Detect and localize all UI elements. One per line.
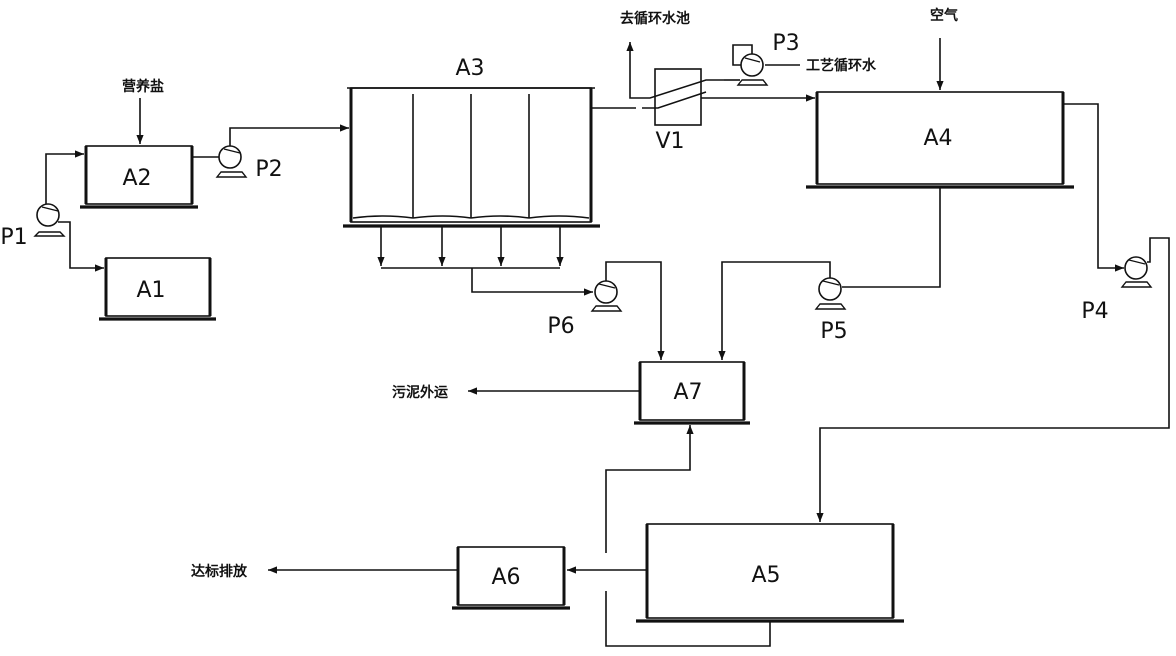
tank-a6-label: A6 [491,565,520,590]
tank-a2: A2 [80,145,198,209]
pump-p1-label: P1 [0,225,27,250]
annotation-process-circulating-water: 工艺循环水 [806,57,877,74]
pipe-a4-p5 [842,187,941,288]
annotation-compliant-discharge: 达标排放 [191,563,248,580]
pipe-a5-bottom-return [605,591,771,647]
pump-p5-label: P5 [820,319,847,344]
pump-p4-label: P4 [1081,299,1108,324]
tank-a4-label: A4 [923,126,952,151]
pipe-a4-p4 [1063,103,1124,272]
pipe-header-p6 [471,268,593,296]
pipe-p1-a2 [45,150,84,204]
pump-p4: P4 [1081,256,1153,324]
tank-a3: A3 [343,56,600,228]
tank-a3-label: A3 [455,56,484,81]
pump-p3-label: P3 [772,31,799,56]
pump-p6: P6 [547,280,623,339]
tank-a6: A6 [452,546,570,610]
tank-a1: A1 [99,257,216,321]
pipe-a1-p1 [58,221,104,272]
pump-p6-label: P6 [547,314,574,339]
pipe-v1-circulating-pool [626,42,636,99]
pipe-a5-a7 [605,425,694,553]
pump-p1: P1 [0,203,66,250]
pipe-p4-a5 [816,237,1170,522]
pump-p5: P5 [814,277,848,344]
annotation-to-circulating-pool: 去循环水池 [620,10,690,27]
annotation-nutrient-salt: 营养盐 [122,78,164,95]
pipe-p3-loop [732,44,753,66]
tank-a2-label: A2 [122,166,151,191]
tank-a5-label: A5 [751,563,780,588]
tank-a5: A5 [636,523,904,623]
pump-p2-label: P2 [255,157,282,182]
tank-a1-label: A1 [136,278,165,303]
pump-p2: P2 [215,145,283,182]
annotation-sludge-disposal: 污泥外运 [392,384,448,401]
heat-exchanger-v1: V1 [636,68,724,154]
annotation-air: 空气 [930,7,958,24]
tank-a7-label: A7 [673,380,702,405]
pipe-p6-a7 [605,261,665,360]
pipe-p5-a7 [718,261,831,360]
pipe-p2-a3 [229,124,349,146]
pump-p3: P3 [736,31,800,86]
heat-exchanger-v1-label: V1 [655,129,684,154]
tank-a4: A4 [806,91,1074,189]
tank-a7: A7 [634,361,750,425]
